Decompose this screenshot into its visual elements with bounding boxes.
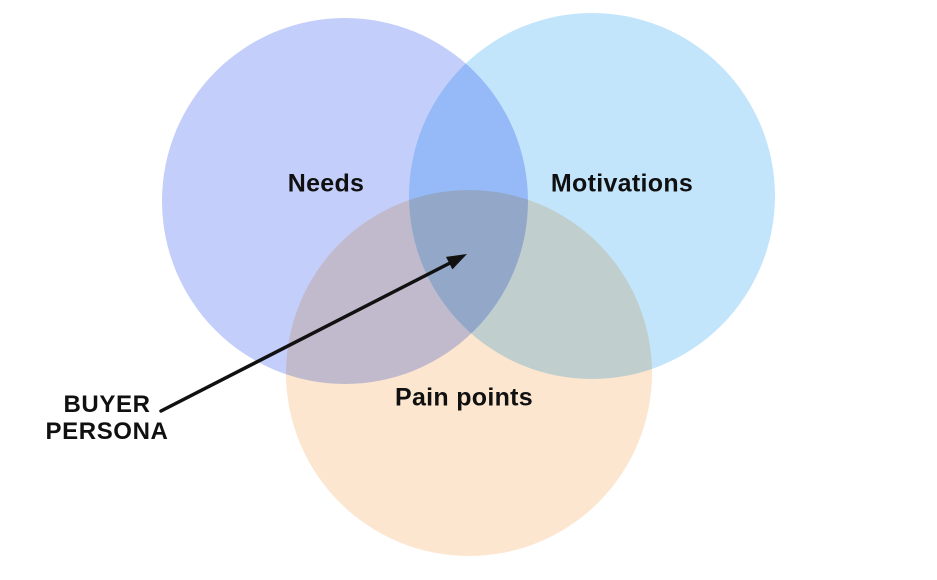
motivations-label: Motivations (550, 169, 694, 198)
arrow-line (159, 261, 452, 413)
needs-label: Needs (287, 169, 365, 198)
buyer-persona-annotation: BUYER PERSONA (45, 391, 169, 445)
buyer-persona-arrow (159, 254, 467, 413)
pain-points-circle (286, 190, 652, 556)
pain-points-label: Pain points (394, 383, 534, 412)
arrow-head-icon (446, 254, 467, 270)
